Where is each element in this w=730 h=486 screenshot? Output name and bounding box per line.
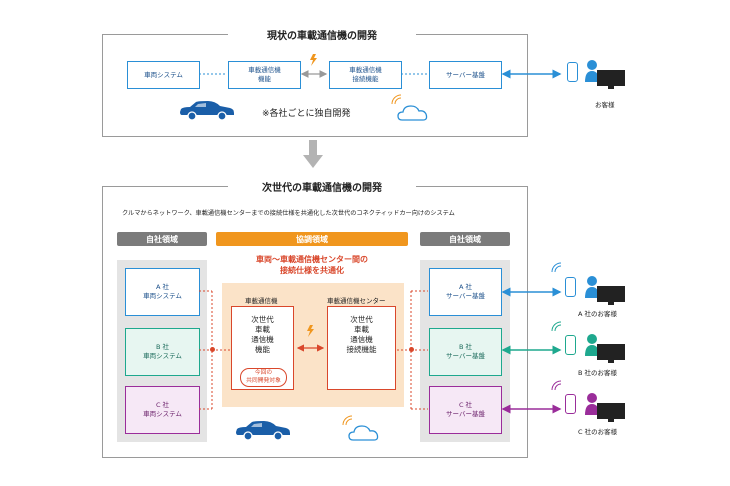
server-box-c: C 社 サーバー基盤 — [429, 386, 502, 434]
person-icon — [585, 276, 599, 298]
wifi-icon — [391, 94, 402, 105]
center-caption: 車載通信機センター — [327, 297, 386, 305]
vehicle-box-b: B 社 車両システム — [125, 328, 200, 376]
current-customer-label: お客様 — [595, 101, 615, 109]
monitor-icon — [597, 403, 625, 422]
vehicle-box-c: C 社 車両システム — [125, 386, 200, 434]
phone-icon-a — [565, 277, 576, 297]
left-bus — [199, 290, 231, 410]
next-section-title: 次世代の車載通信機の開発 — [228, 179, 416, 194]
monitor-icon — [597, 286, 625, 305]
lightning-icon — [307, 325, 314, 337]
cloud-icon — [348, 425, 379, 441]
next-center-label: 次世代 車載 通信機 接続機能 — [346, 315, 377, 355]
vehicle-box-a: A 社 車両システム — [125, 268, 200, 316]
right-bus — [397, 290, 428, 410]
current-device-box: 車載通信機 機能 — [228, 61, 301, 89]
current-connection-box: 車載通信機 接続機能 — [329, 61, 402, 89]
phone-icon — [567, 62, 578, 82]
customer-label-c: C 社のお客様 — [578, 428, 618, 436]
cloud-icon — [397, 105, 428, 121]
own-area-pill-right: 自社領域 — [420, 232, 510, 246]
wifi-icon — [551, 262, 562, 391]
down-arrow-icon — [303, 140, 323, 168]
current-vehicle-system-box: 車両システム — [127, 61, 200, 89]
customer-label-a: A 社のお客様 — [578, 310, 618, 318]
next-device-label: 次世代 車載 通信機 機能 — [251, 315, 274, 355]
joint-dev-badge: 今回の 共同開発対象 — [240, 368, 287, 387]
monitor-icon — [597, 344, 625, 363]
coop-heading: 車両〜車載通信機センター間の 接続仕様を共通化 — [256, 255, 368, 275]
customer-label-b: B 社のお客様 — [578, 369, 618, 377]
coop-area-pill: 協調領域 — [216, 232, 408, 246]
server-box-b: B 社 サーバー基盤 — [429, 328, 502, 376]
phone-icon-b — [565, 335, 576, 355]
person-icon — [585, 393, 599, 415]
next-center-box: 次世代 車載 通信機 接続機能 — [327, 306, 396, 390]
current-section-title: 現状の車載通信機の開発 — [228, 27, 416, 42]
car-icon — [236, 421, 290, 441]
next-description: クルマからネットワーク、車載通信機センターまでの接続仕様を共通化した次世代のコネ… — [122, 210, 455, 217]
person-icon — [585, 334, 599, 356]
wifi-icon — [342, 415, 353, 426]
lightning-icon — [310, 54, 317, 66]
current-note: ※各社ごとに独自開発 — [262, 109, 351, 119]
own-area-pill-left: 自社領域 — [117, 232, 207, 246]
device-caption: 車載通信機 — [245, 297, 278, 305]
phone-icon-c — [565, 394, 576, 414]
monitor-icon — [597, 70, 625, 89]
car-icon — [180, 101, 234, 121]
server-box-a: A 社 サーバー基盤 — [429, 268, 502, 316]
person-icon — [585, 60, 599, 82]
